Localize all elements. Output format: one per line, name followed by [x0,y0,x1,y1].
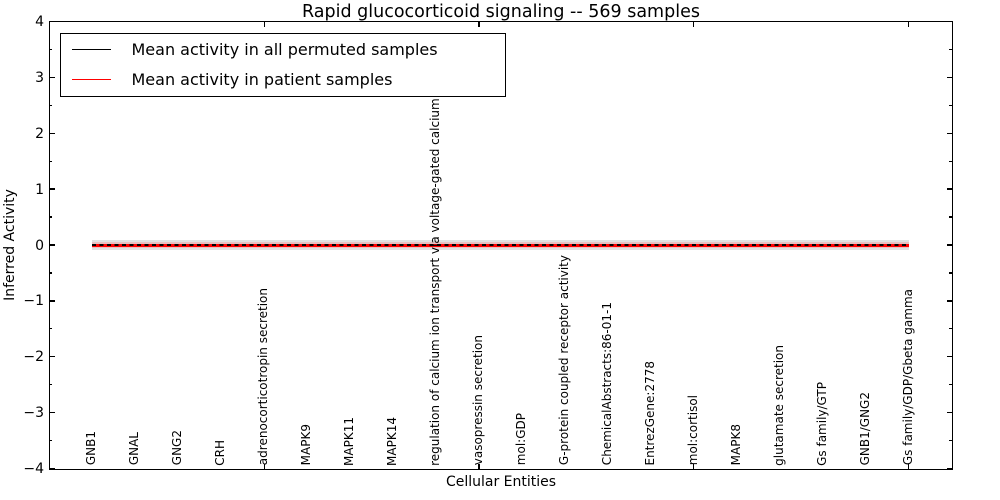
y-major-tick [49,132,55,134]
x-entity-label: ChemicalAbstracts:86-01-1 [599,302,614,466]
legend-item-label: Mean activity in patient samples [131,70,393,89]
x-entity-label: Gs family/GDP/Gbeta gamma [900,289,915,466]
y-minor-tick [49,272,53,274]
x-entity-label: MAPK8 [728,424,743,466]
legend-line-sample [71,48,111,51]
y-minor-tick [948,384,952,386]
x-entity-label: MAPK9 [299,424,314,466]
y-major-tick [49,20,55,23]
y-minor-tick [948,160,952,162]
y-major-tick [946,132,952,134]
x-entity-label: regulation of calcium ion transport via … [428,46,443,466]
x-entity-label: MAPK11 [342,416,357,466]
x-major-tick [693,463,695,469]
permuted-mean-line [92,244,909,246]
y-minor-tick [49,439,53,442]
y-major-tick [946,188,952,190]
x-major-tick [263,463,265,469]
y-minor-tick [948,272,952,274]
y-tick-label: 3 [35,69,44,86]
y-major-tick [946,356,952,358]
legend-item: Mean activity in patient samples [61,65,505,95]
y-minor-tick [49,216,53,218]
y-tick-label: −2 [23,349,44,366]
y-major-tick [49,356,55,358]
y-minor-tick [948,48,952,51]
legend-item-label: Mean activity in all permuted samples [131,40,438,59]
x-entity-label: GNB1 [84,431,99,466]
x-entity-label: CRH [213,439,228,466]
y-tick-label: −1 [23,293,44,310]
x-entity-label: EntrezGene:2778 [642,361,657,466]
y-minor-tick [49,160,53,162]
y-minor-tick [49,384,53,386]
y-tick-label: −3 [23,405,44,422]
x-entity-label: glutamate secretion [771,344,786,466]
x-entity-label: vasopressin secretion [471,335,486,466]
x-major-tick [907,463,910,469]
x-major-tick [478,463,480,469]
y-major-tick [49,467,55,470]
y-major-tick [946,20,952,23]
y-major-tick [946,411,952,414]
y-minor-tick [948,216,952,218]
y-tick-label: 2 [35,125,44,142]
legend-item: Mean activity in all permuted samples [61,35,505,65]
y-tick-label: −4 [23,461,44,477]
x-entity-label: GNB1/GNG2 [857,392,872,466]
y-minor-tick [49,104,53,106]
x-entity-label: adrenocorticotropin secretion [256,288,271,466]
y-minor-tick [948,328,952,330]
y-major-tick [49,188,55,190]
x-entity-label: GNAL [127,432,142,466]
x-major-tick [907,21,910,27]
x-entity-label: mol:cortisol [685,395,700,466]
y-tick-label: 4 [35,14,44,30]
x-major-tick [478,21,480,27]
y-minor-tick [948,104,952,106]
y-minor-tick [49,48,53,51]
y-major-tick [49,76,55,79]
x-entity-label: Gs family/GTP [814,381,829,466]
x-entity-label: G-protein coupled receptor activity [556,255,571,466]
x-major-tick [693,21,695,27]
y-minor-tick [948,439,952,442]
x-entity-label: mol:GDP [513,413,528,466]
y-tick-label: 0 [35,237,44,254]
x-entity-label: GNG2 [170,430,185,466]
y-tick-label: 1 [35,181,44,198]
y-major-tick [49,244,55,246]
y-major-tick [946,76,952,79]
chart-title: Rapid glucocorticoid signaling -- 569 sa… [302,2,700,22]
y-major-tick [946,300,952,302]
x-major-tick [263,21,265,27]
x-entity-label: MAPK14 [385,416,400,466]
y-minor-tick [49,328,53,330]
legend-line-sample [71,78,111,81]
y-major-tick [946,467,952,470]
y-major-tick [49,411,55,414]
y-major-tick [49,300,55,302]
y-major-tick [946,244,952,246]
y-axis-label: Inferred Activity [2,189,18,301]
x-axis-label: Cellular Entities [445,474,557,490]
